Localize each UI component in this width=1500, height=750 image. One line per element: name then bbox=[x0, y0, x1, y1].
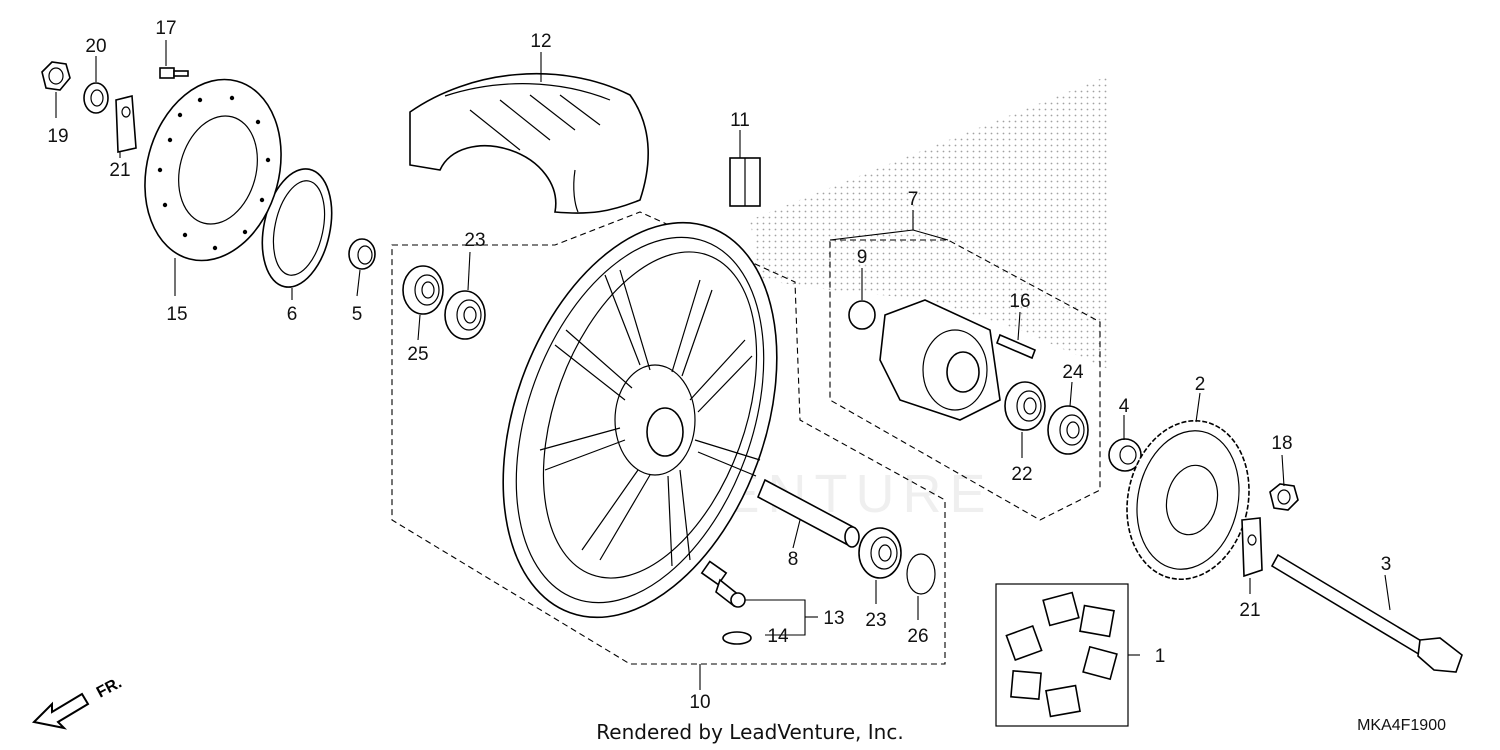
front-arrow-icon: FR. bbox=[31, 674, 125, 730]
callout-20: 20 bbox=[85, 36, 106, 57]
callout-3: 3 bbox=[1381, 554, 1392, 575]
callout-18: 18 bbox=[1271, 433, 1292, 454]
wheel-rim bbox=[502, 221, 778, 619]
valve-stem bbox=[700, 560, 752, 645]
callout-14: 14 bbox=[767, 626, 789, 647]
callout-17: 17 bbox=[155, 18, 176, 39]
axle-collar bbox=[756, 478, 860, 548]
callout-24: 24 bbox=[1062, 362, 1084, 383]
tire bbox=[409, 73, 649, 214]
callout-10: 10 bbox=[689, 692, 710, 713]
collar-5 bbox=[348, 238, 376, 270]
stud-16 bbox=[995, 333, 1037, 360]
nut-18 bbox=[1269, 483, 1299, 511]
collar-4 bbox=[1108, 438, 1142, 472]
callout-25: 25 bbox=[407, 344, 428, 365]
callout-23-upper: 23 bbox=[464, 230, 485, 251]
callout-8: 8 bbox=[788, 549, 799, 570]
callout-13: 13 bbox=[823, 608, 844, 629]
callout-2: 2 bbox=[1195, 374, 1206, 395]
callout-12: 12 bbox=[530, 31, 551, 52]
callout-21-right: 21 bbox=[1239, 600, 1260, 621]
bracket-21-left bbox=[115, 94, 137, 153]
clip-11 bbox=[729, 157, 761, 207]
callout-23-lower: 23 bbox=[865, 610, 886, 631]
callout-16: 16 bbox=[1009, 291, 1030, 312]
callout-1: 1 bbox=[1155, 646, 1166, 667]
bearing-24 bbox=[1047, 405, 1089, 455]
pulser-ring bbox=[261, 168, 333, 288]
callout-11: 11 bbox=[730, 110, 750, 131]
callout-labels: 1 2 3 4 5 6 7 8 9 10 11 12 13 14 15 16 1… bbox=[47, 18, 1391, 713]
front-arrow-label: FR. bbox=[94, 674, 125, 701]
callout-9: 9 bbox=[857, 247, 868, 268]
callout-7: 7 bbox=[908, 189, 919, 210]
bolt-17 bbox=[159, 67, 189, 79]
callout-22: 22 bbox=[1011, 464, 1032, 485]
callout-21-left: 21 bbox=[109, 160, 130, 181]
nut-19 bbox=[41, 61, 71, 91]
callout-6: 6 bbox=[287, 304, 298, 325]
callout-4: 4 bbox=[1119, 396, 1130, 417]
bearing-25 bbox=[402, 265, 444, 315]
bearing-23-upper bbox=[444, 290, 486, 340]
dotted-wing-background bbox=[750, 75, 1110, 370]
rear-axle bbox=[1270, 553, 1463, 673]
bracket-21-right bbox=[1241, 517, 1263, 578]
footer-credit: Rendered by LeadVenture, Inc. bbox=[596, 720, 903, 744]
diagram-code: MKA4F1900 bbox=[1357, 717, 1446, 734]
washer-20 bbox=[83, 82, 109, 114]
driven-sprocket bbox=[1126, 419, 1250, 581]
damper-rubbers bbox=[1005, 591, 1118, 718]
leader-lines bbox=[55, 40, 1391, 690]
brake-disk bbox=[144, 78, 282, 262]
bearing-23-lower bbox=[858, 527, 902, 579]
oring-26 bbox=[906, 553, 936, 595]
callout-19: 19 bbox=[47, 126, 68, 147]
final-driven-flange bbox=[848, 299, 1001, 421]
bearing-22 bbox=[1004, 381, 1046, 431]
callout-26: 26 bbox=[907, 626, 928, 647]
wheel-assembly-outline bbox=[391, 211, 946, 665]
callout-5: 5 bbox=[352, 304, 363, 325]
callout-15: 15 bbox=[166, 304, 187, 325]
